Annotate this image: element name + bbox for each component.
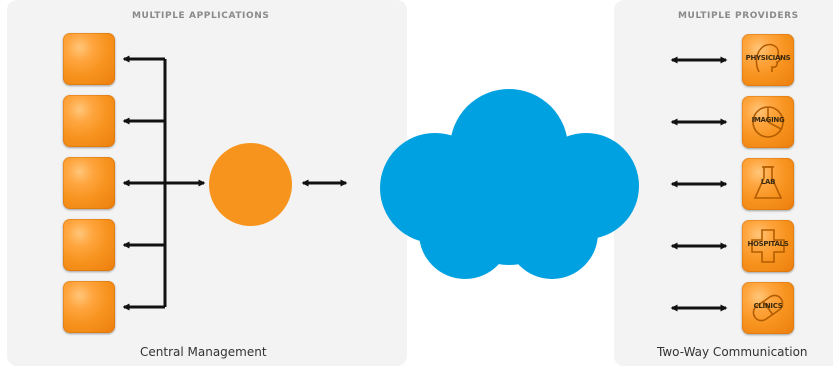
lab-flask-icon <box>753 166 783 199</box>
provider-label: PHYSICIANS <box>745 54 791 62</box>
providers-caption: Two-Way Communication <box>657 345 808 359</box>
applications-caption: Central Management <box>140 345 267 359</box>
cloud-shape <box>380 89 639 279</box>
provider-label: IMAGING <box>751 116 785 124</box>
providers-heading: MULTIPLE PROVIDERS <box>678 11 799 21</box>
provider-tile-lab: LAB <box>742 158 794 210</box>
application-tile-2 <box>63 95 115 147</box>
provider-label: LAB <box>760 178 776 186</box>
clinic-pill-icon <box>752 294 784 322</box>
imaging-pie-icon <box>752 106 784 138</box>
provider-label: CLINICS <box>753 302 783 310</box>
application-tile-4 <box>63 219 115 271</box>
provider-tile-hospitals: HOSPITALS <box>742 220 794 272</box>
provider-label: HOSPITALS <box>747 240 789 248</box>
provider-tile-imaging: IMAGING <box>742 96 794 148</box>
hospital-cross-icon <box>751 229 785 263</box>
application-tile-1 <box>63 33 115 85</box>
physician-head-icon <box>755 43 781 73</box>
applications-heading: MULTIPLE APPLICATIONS <box>132 11 270 21</box>
application-tile-5 <box>63 281 115 333</box>
central-hub-circle <box>209 143 292 226</box>
application-tile-3 <box>63 157 115 209</box>
provider-tile-clinics: CLINICS <box>742 282 794 334</box>
provider-tile-physicians: PHYSICIANS <box>742 34 794 86</box>
